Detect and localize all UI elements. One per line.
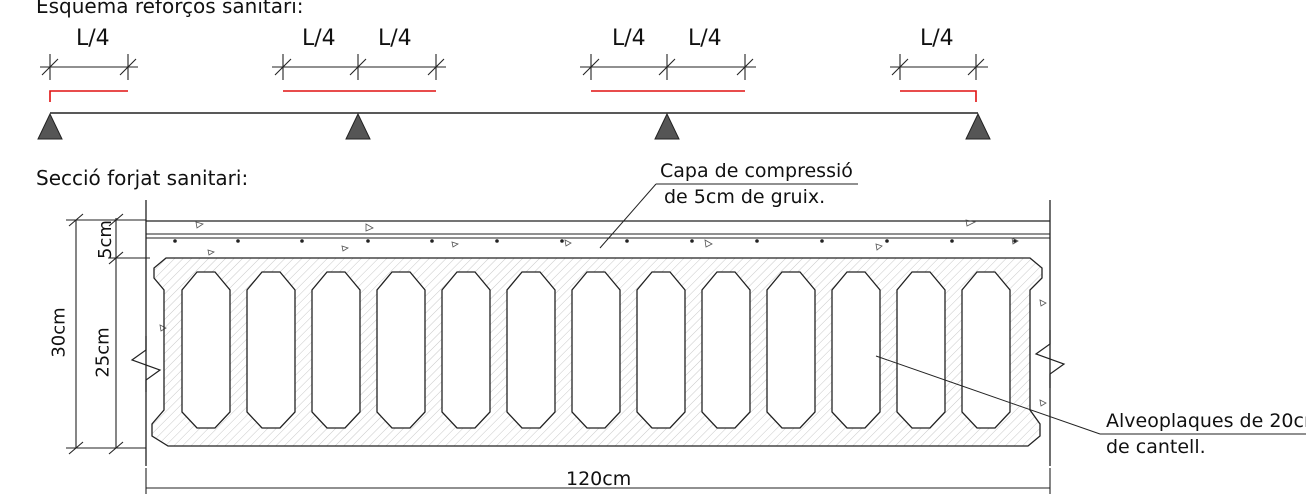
void-2: [246, 271, 296, 429]
rebar-dots: [173, 239, 1017, 243]
void-8: [636, 271, 686, 429]
reinforcement-bars: [49, 90, 977, 102]
width-dimension: [145, 468, 1051, 494]
void-13: [961, 271, 1011, 429]
span-label-4: L/4: [612, 26, 646, 51]
void-5: [441, 271, 491, 429]
scheme-title: Esquema reforços sanitari:: [36, 0, 304, 18]
support-triangle-3: [654, 112, 680, 140]
void-12: [896, 271, 946, 429]
void-4: [376, 271, 426, 429]
reinforcement-bar-4: [900, 90, 977, 102]
span-label-1: L/4: [76, 26, 110, 51]
callout-leaders: [599, 183, 1306, 435]
support-triangle-2: [345, 112, 371, 140]
callout-topping-line1: Capa de compressió: [660, 160, 853, 182]
callout-slab-line1: Alveoplaques de 20cm: [1106, 410, 1306, 432]
callout-slab-line2: de cantell.: [1106, 436, 1206, 458]
slab-voids: [181, 271, 1011, 429]
callout-topping-line2: de 5cm de gruix.: [664, 186, 826, 208]
void-3: [311, 271, 361, 429]
vertical-dimensions: [66, 213, 150, 455]
reinforcement-bar-1: [49, 90, 128, 102]
void-7: [571, 271, 621, 429]
support-triangle-4: [965, 112, 991, 140]
void-9: [701, 271, 751, 429]
span-label-2: L/4: [302, 26, 336, 51]
dim-width: 120cm: [566, 468, 632, 490]
break-lines: [130, 330, 1066, 392]
supports: [37, 112, 991, 140]
span-label-3: L/4: [378, 26, 412, 51]
section-title: Secció forjat sanitari:: [36, 166, 249, 190]
span-dimensions: [40, 54, 988, 80]
support-triangle-1: [37, 112, 63, 140]
void-1: [181, 271, 231, 429]
aggregate-marks: [159, 219, 1047, 407]
void-6: [506, 271, 556, 429]
span-label-5: L/4: [688, 26, 722, 51]
void-10: [766, 271, 816, 429]
void-11: [831, 271, 881, 429]
span-label-6: L/4: [920, 26, 954, 51]
compression-topping: [145, 200, 1051, 466]
